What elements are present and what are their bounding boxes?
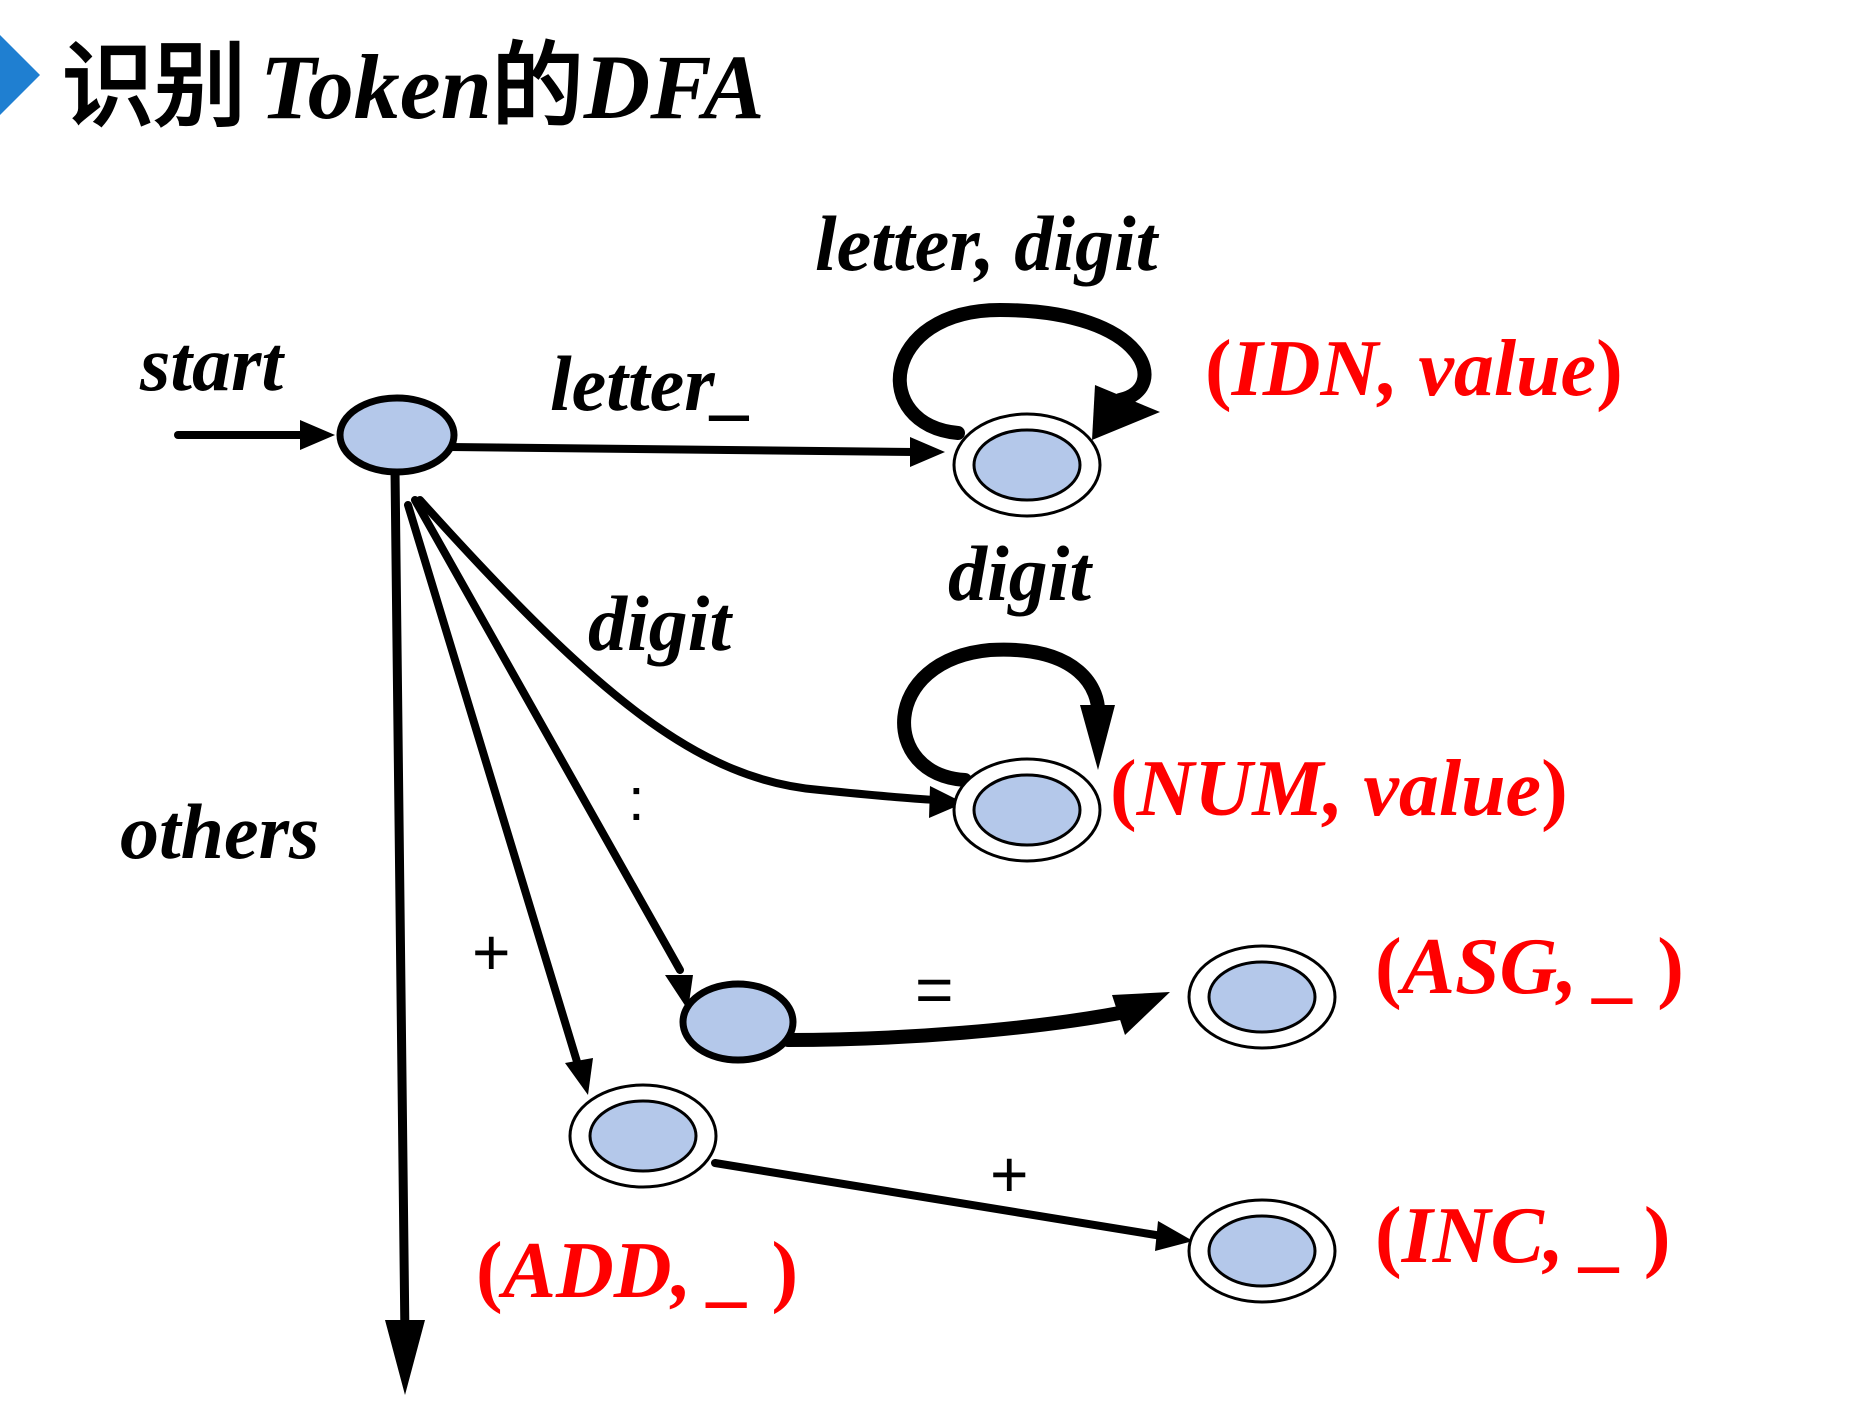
edge-labels: start letter_ letter, digit digit digit …: [120, 200, 1160, 1211]
state-add-final: [568, 1083, 718, 1189]
token-add-sep: ,: [670, 1227, 712, 1315]
idn-self-loop-arrowhead: [1092, 385, 1160, 440]
state-colon: [679, 980, 797, 1064]
label-plus-to-inc: +: [990, 1137, 1029, 1211]
num-self-loop: [897, 642, 1106, 787]
token-add-open: (: [476, 1227, 503, 1315]
label-equals: =: [915, 952, 954, 1026]
edge-plus-to-add-arrowhead: [565, 1058, 593, 1095]
token-asg-attr: _: [1591, 923, 1657, 1011]
edge-others-arrowhead: [385, 1320, 425, 1395]
edge-equals-arrowhead: [1112, 992, 1170, 1035]
token-inc-name: INC: [1401, 1192, 1546, 1280]
token-idn-open: (: [1205, 325, 1232, 413]
triangle-bullet-icon: [0, 35, 40, 115]
edge-plus-to-inc-arrowhead: [1155, 1221, 1193, 1251]
edge-digit-to-num-arrowhead: [929, 786, 964, 818]
label-letter-underscore: letter_: [550, 340, 754, 427]
token-idn-close: ): [1596, 325, 1623, 413]
num-self-loop-arrowhead: [1080, 705, 1115, 770]
token-num-name: NUM: [1136, 745, 1327, 833]
token-num-attr: value: [1363, 745, 1541, 833]
start-arrowhead: [300, 420, 335, 450]
edge-letter-underscore-arrowhead: [910, 437, 945, 467]
edge-colon-arrowhead: [665, 975, 693, 1010]
label-digit-to-num: digit: [588, 580, 733, 667]
title-en-part1: Token: [260, 36, 492, 138]
idn-self-loop: [892, 303, 1152, 440]
token-idn-sep: ,: [1376, 325, 1418, 413]
label-digit-loop: digit: [948, 530, 1093, 617]
states: [336, 394, 1337, 1304]
label-letter-digit-loop: letter, digit: [815, 200, 1160, 287]
state-idn-final: [952, 412, 1102, 518]
token-asg-open: (: [1375, 923, 1402, 1011]
token-add-close: ): [772, 1227, 799, 1315]
edge-plus-to-add: [404, 501, 582, 1069]
token-num-close: ): [1541, 745, 1568, 833]
token-num: (NUM, value): [1110, 745, 1568, 833]
token-inc-attr: _: [1578, 1192, 1644, 1280]
state-start: [336, 394, 458, 476]
token-inc: (INC, _ ): [1375, 1192, 1671, 1280]
edge-digit-to-num: [416, 496, 939, 804]
edge-equals: [781, 1005, 1132, 1047]
token-add-attr: _: [706, 1227, 772, 1315]
token-idn-attr: value: [1418, 325, 1596, 413]
token-asg-name: ASG: [1397, 923, 1558, 1011]
token-inc-open: (: [1375, 1192, 1402, 1280]
state-inc-final: [1187, 1198, 1337, 1304]
token-inc-sep: ,: [1542, 1192, 1584, 1280]
token-num-sep: ,: [1321, 745, 1363, 833]
edge-colon: [411, 496, 684, 974]
token-asg-sep: ,: [1555, 923, 1597, 1011]
token-idn: (IDN, value): [1205, 325, 1623, 413]
label-plus-to-add: +: [472, 915, 511, 989]
token-asg: (ASG, _ ): [1375, 923, 1684, 1011]
token-idn-name: IDN: [1231, 325, 1382, 413]
edge-others: [390, 465, 410, 1345]
edges: [174, 303, 1193, 1395]
title-en-part2: DFA: [583, 36, 765, 138]
state-num-final: [952, 757, 1102, 863]
label-others: others: [120, 788, 319, 875]
state-asg-final: [1187, 944, 1337, 1050]
label-colon: :: [628, 766, 645, 833]
token-labels: (IDN, value) (NUM, value) (ASG, _ ) (ADD…: [476, 325, 1684, 1315]
title-zh-part2: 的: [492, 33, 584, 140]
token-add-name: ADD: [498, 1227, 672, 1315]
label-start: start: [139, 320, 285, 407]
token-add: (ADD, _ ): [476, 1227, 798, 1315]
edge-plus-to-inc: [711, 1159, 1166, 1240]
token-num-open: (: [1110, 745, 1137, 833]
token-inc-close: ): [1644, 1192, 1671, 1280]
token-asg-close: ): [1657, 923, 1684, 1011]
title-zh-part1: 识别: [62, 33, 246, 140]
edge-letter-underscore: [446, 443, 919, 456]
